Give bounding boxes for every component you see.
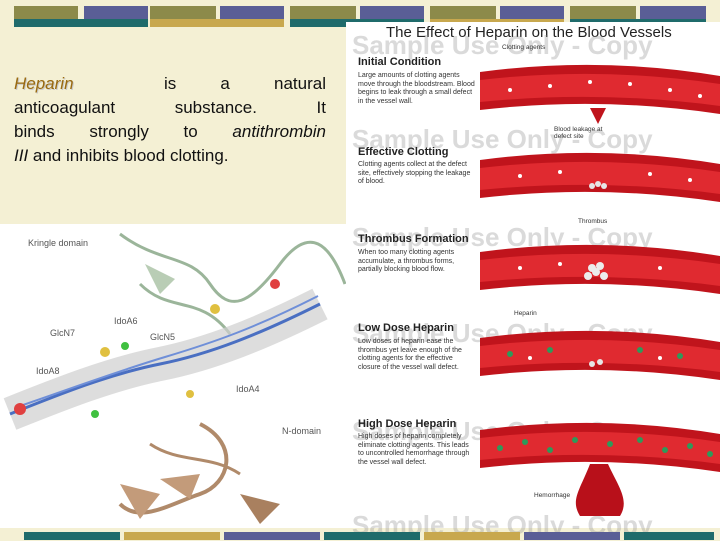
callout-hemorrhage: Hemorrhage [534,492,571,499]
bar-block [124,532,220,540]
vessel-thrombus [480,244,720,294]
stage-title-high-dose: High Dose Heparin [358,418,457,430]
bar-block [500,6,564,19]
bar-block [624,532,714,540]
heparin-vessel-figure: The Effect of Heparin on the Blood Vesse… [346,22,720,540]
mol-label-idoa4: IdoA4 [236,384,260,394]
mol-label-idoa6: IdoA6 [114,316,138,326]
vessel-low-dose [480,330,720,380]
antithrombin-iii-suffix: III [14,146,29,165]
stage-title-effective: Effective Clotting [358,146,449,158]
vessel-initial [480,64,720,124]
stage-title-thrombus: Thrombus Formation [358,233,469,245]
callout-blood-leakage: Blood leakage at defect site [554,126,603,140]
bar-block [150,19,284,27]
watermark: Sample Use Only - Copy [352,30,653,60]
bar-block [84,6,148,19]
molecule-illustration [3,232,347,524]
bar-block [570,6,636,19]
stage-desc-high-dose: High doses of heparin completely elimina… [358,433,470,466]
bar-block [324,532,420,540]
stage-title-low-dose: Low Dose Heparin [358,322,454,334]
bottom-decorative-bar [0,528,720,540]
body-line-4: III and inhibits blood clotting. [14,144,326,168]
stage-title-initial: Initial Condition [358,56,442,68]
mol-label-kringle: Kringle domain [28,238,89,248]
molecule-structure-image: Kringle domain GlcN7 IdoA6 GlcN5 IdoA8 I… [0,224,348,528]
bar-block [24,532,120,540]
bar-block [290,6,356,19]
stage-desc-initial: Large amounts of clotting agents move th… [358,72,475,105]
callout-clotting-agents: Clotting agents [502,44,546,51]
watermark: Sample Use Only - Copy [352,124,653,154]
vessel-effective [480,152,720,202]
bar-block [224,532,320,540]
mol-label-glcn5: GlcN5 [150,332,176,342]
bar-block [424,532,520,540]
bar-block [524,532,620,540]
mol-label-ndomain: N-domain [282,426,322,436]
body-line-4-rest: and inhibits blood clotting. [28,146,229,165]
mol-label-idoa8: IdoA8 [36,366,60,376]
stage-desc-thrombus: When too many clotting agents accumulate… [358,249,455,273]
callout-thrombus: Thrombus [578,218,608,225]
bar-block [14,19,148,27]
bar-block [220,6,284,19]
stage-desc-low-dose: Low doses of heparin ease the thrombus y… [358,338,462,371]
antithrombin-term: antithrombin [232,122,326,141]
callout-heparin: Heparin [514,310,537,317]
vessel-high-dose [480,422,720,516]
bar-block [360,6,424,19]
bar-block [430,6,496,19]
heparin-term: Heparin [14,74,74,93]
bar-block [14,6,78,19]
mol-label-glcn7: GlcN7 [50,328,76,338]
figure-title: The Effect of Heparin on the Blood Vesse… [386,24,672,41]
bar-block [150,6,216,19]
bar-block [640,6,706,19]
stage-desc-effective: Clotting agents collect at the defect si… [358,161,471,185]
